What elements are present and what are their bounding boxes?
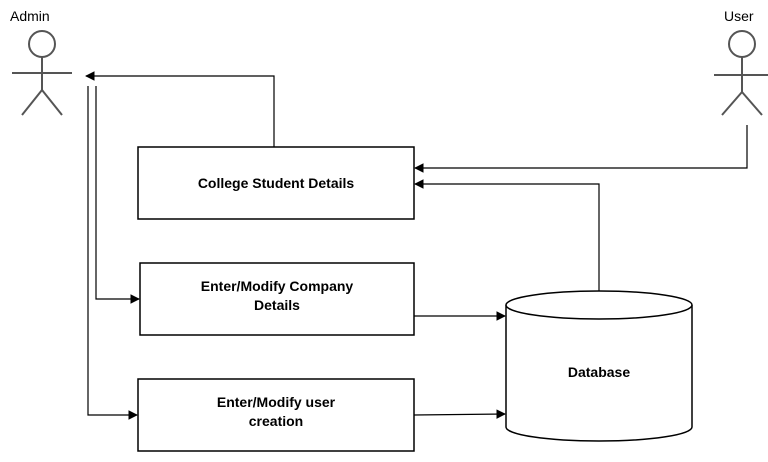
arrow-admin-to-user-creation	[87, 86, 138, 420]
admin-label: Admin	[10, 8, 50, 24]
user-creation-box	[137, 378, 415, 452]
user-actor	[714, 30, 768, 116]
database-label: Database	[568, 364, 630, 380]
college-student-details-label: College Student Details	[198, 175, 355, 191]
arrow-details-to-admin	[85, 71, 275, 147]
college-student-details-box	[137, 146, 415, 220]
user-actor-right-leg	[741, 91, 763, 116]
arrow-admin-to-company	[95, 86, 140, 304]
database-cylinder	[505, 290, 693, 442]
company-details-label-line2: Details	[254, 297, 300, 313]
admin-actor	[12, 30, 72, 116]
arrow-database-to-details	[414, 179, 600, 291]
company-details-box	[139, 262, 415, 336]
database-body	[505, 305, 693, 442]
admin-actor-right-leg	[41, 89, 63, 116]
arrow-user-to-details	[414, 125, 748, 173]
user-actor-head	[728, 30, 756, 58]
user-actor-left-leg	[721, 91, 743, 116]
admin-actor-left-leg	[21, 89, 43, 116]
user-label: User	[724, 8, 754, 24]
admin-actor-head	[28, 30, 56, 58]
company-details-label-line1: Enter/Modify Company	[201, 278, 354, 294]
database-top	[505, 290, 693, 320]
user-creation-label-line1: Enter/Modify user	[217, 394, 336, 410]
user-creation-label-line2: creation	[249, 413, 303, 429]
arrow-user-creation-to-database	[413, 409, 506, 419]
